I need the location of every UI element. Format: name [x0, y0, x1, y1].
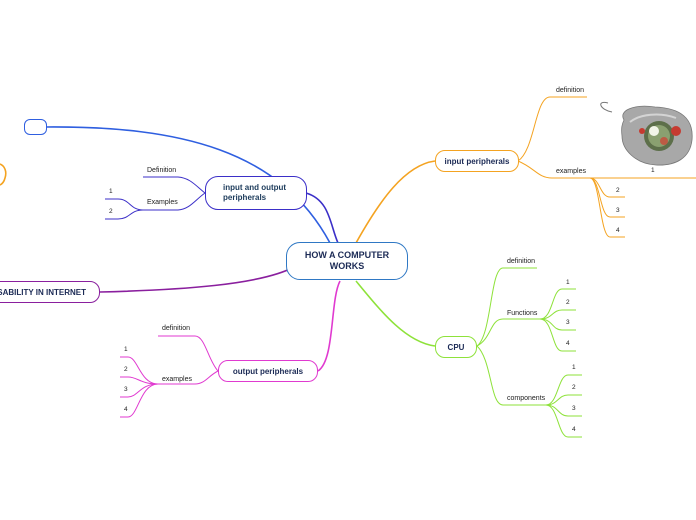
- responsability-label: NSABILITY IN INTERNET: [0, 287, 86, 297]
- input-peripherals-label: input peripherals: [444, 156, 510, 166]
- output-example-item[interactable]: 1: [124, 346, 128, 353]
- output-example-item[interactable]: 3: [124, 386, 128, 393]
- cpu-components[interactable]: components: [507, 395, 546, 402]
- io-examples[interactable]: Examples: [147, 199, 178, 206]
- link-cpu: [355, 280, 436, 347]
- input-example-item[interactable]: 3: [616, 207, 620, 214]
- central-topic[interactable]: HOW A COMPUTER WORKS: [286, 242, 408, 280]
- output-examples[interactable]: examples: [162, 376, 192, 383]
- io-example-item[interactable]: 1: [109, 188, 113, 195]
- io-peripherals-line2: peripherals: [223, 193, 267, 202]
- cpu-component-item[interactable]: 2: [572, 384, 576, 391]
- offscreen-topic-edge: [0, 163, 7, 186]
- cpu-component-item[interactable]: 3: [572, 405, 576, 412]
- output-example-item[interactable]: 2: [124, 366, 128, 373]
- link-output-peripherals: [317, 280, 341, 372]
- cpu-component-item[interactable]: 4: [572, 426, 576, 433]
- input-peripherals-node[interactable]: input peripherals: [435, 150, 519, 172]
- io-example-item[interactable]: 2: [109, 208, 113, 215]
- cpu-node[interactable]: CPU: [435, 336, 477, 358]
- input-example-item[interactable]: 2: [616, 187, 620, 194]
- cpu-label: CPU: [447, 342, 465, 352]
- cpu-function-item[interactable]: 1: [566, 279, 570, 286]
- output-peripherals-node[interactable]: output peripherals: [218, 360, 318, 382]
- link-responsability: [99, 266, 295, 293]
- input-example-item[interactable]: 1: [651, 167, 655, 174]
- io-peripherals-line1: input and output: [223, 183, 287, 192]
- trackball-mouse-image: [600, 101, 693, 166]
- link-empty-topic: [45, 126, 331, 244]
- central-topic-line2: WORKS: [329, 261, 365, 271]
- input-example-item[interactable]: 4: [616, 227, 620, 234]
- link-input-peripherals: [355, 160, 436, 244]
- output-definition[interactable]: definition: [162, 325, 191, 332]
- output-peripherals-label: output peripherals: [232, 366, 304, 376]
- io-definition[interactable]: Definition: [147, 167, 177, 174]
- cpu-function-item[interactable]: 4: [566, 340, 570, 347]
- io-peripherals-node[interactable]: input and output peripherals: [205, 176, 307, 210]
- cpu-component-item[interactable]: 1: [572, 364, 576, 371]
- cpu-functions[interactable]: Functions: [507, 310, 538, 317]
- cpu-definition[interactable]: definition: [507, 258, 536, 265]
- central-topic-line1: HOW A COMPUTER: [304, 250, 390, 260]
- cpu-function-item[interactable]: 3: [566, 319, 570, 326]
- output-example-item[interactable]: 4: [124, 406, 128, 413]
- input-definition[interactable]: definition: [556, 87, 585, 94]
- link-io-peripherals: [305, 192, 339, 244]
- responsability-node[interactable]: NSABILITY IN INTERNET: [0, 281, 100, 303]
- input-examples[interactable]: examples: [556, 168, 586, 175]
- empty-topic-node[interactable]: [24, 119, 47, 135]
- cpu-function-item[interactable]: 2: [566, 299, 570, 306]
